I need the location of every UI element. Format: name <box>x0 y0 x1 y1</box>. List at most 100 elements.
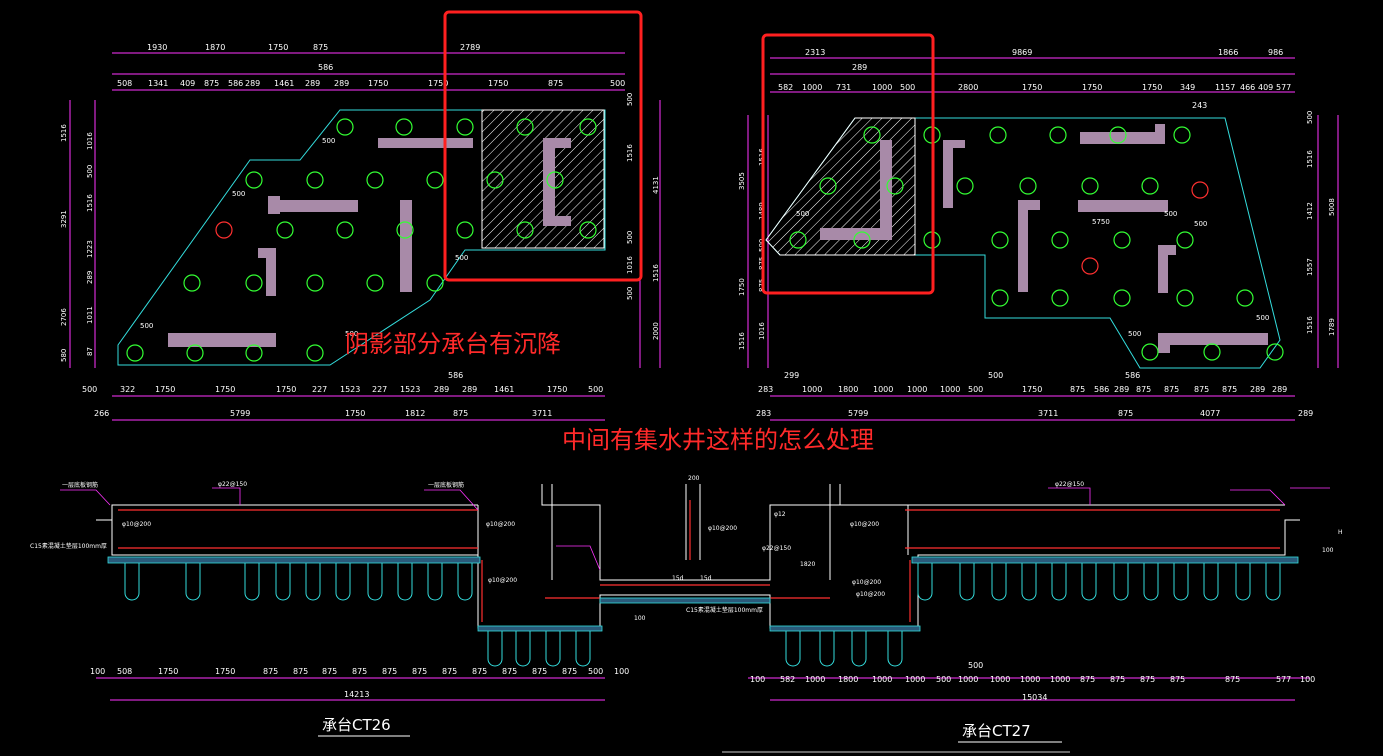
dim: 289 <box>1250 385 1265 394</box>
dim: 409 <box>1258 83 1273 92</box>
callout: 500 <box>1128 330 1141 338</box>
dim: 1750 <box>1142 83 1162 92</box>
dim: 1750 <box>276 385 296 394</box>
dim: 1000 <box>905 675 925 684</box>
section-label: φ10@200 <box>856 591 885 598</box>
dim: 875 <box>548 79 563 88</box>
dim: 289 <box>852 63 867 72</box>
dim: 875 <box>293 667 308 676</box>
section-label: 100 <box>1322 547 1334 554</box>
dim: 875 <box>1080 675 1095 684</box>
title-ct26: 承台CT26 <box>322 716 391 734</box>
section-label: φ10@200 <box>708 525 737 532</box>
dim: 1000 <box>872 675 892 684</box>
dim-total: 15034 <box>1022 693 1047 702</box>
dim: 1516 <box>1306 316 1314 334</box>
dim: 1000 <box>1050 675 1070 684</box>
dim: 500 <box>82 385 97 394</box>
dim: 1000 <box>958 675 978 684</box>
dim: 3711 <box>1038 409 1058 418</box>
callout: 500 <box>322 137 335 145</box>
dim: 289 <box>305 79 320 88</box>
dim: 1750 <box>345 409 365 418</box>
section-label: φ22@150 <box>1055 481 1084 488</box>
dim: 875 <box>352 667 367 676</box>
section-label: φ10@200 <box>488 577 517 584</box>
dim: 500 <box>588 667 603 676</box>
dim: 1516 <box>738 332 746 350</box>
dim: 100 <box>90 667 105 676</box>
dim: 283 <box>758 385 773 394</box>
section-label: 一层底板钢筋 <box>62 481 98 489</box>
dim: 875 <box>412 667 427 676</box>
callout: 500 <box>345 330 358 338</box>
dim: 1516 <box>60 124 68 142</box>
dim-total: 14213 <box>344 690 369 699</box>
dim: 875 <box>313 43 328 52</box>
section-label: φ10@200 <box>852 579 881 586</box>
dim: 1000 <box>1020 675 1040 684</box>
dim: 500 <box>610 79 625 88</box>
dim: 5799 <box>848 409 868 418</box>
callout: 500 <box>232 190 245 198</box>
dim: 1000 <box>940 385 960 394</box>
dim: 1750 <box>155 385 175 394</box>
dim: 875 <box>382 667 397 676</box>
dim: 875 <box>1170 675 1185 684</box>
dim: 875 <box>1136 385 1151 394</box>
dim: 1800 <box>838 675 858 684</box>
dim: 1157 <box>1215 83 1235 92</box>
dim: 500 <box>86 165 94 178</box>
dim: 289 <box>245 79 260 88</box>
dim: 875 <box>472 667 487 676</box>
dim: 289 <box>334 79 349 88</box>
dim: 349 <box>1180 83 1195 92</box>
plan-left: 1930 1870 1750 875 2789 586 508 1341 409… <box>60 43 661 421</box>
dim: 500 <box>626 93 634 106</box>
dim: 1750 <box>428 79 448 88</box>
dim: 586 <box>448 371 463 380</box>
dim: 875 <box>322 667 337 676</box>
dim: 4077 <box>1200 409 1220 418</box>
dim: 289 <box>86 271 94 284</box>
dim: 731 <box>836 83 851 92</box>
dim: 508 <box>117 79 132 88</box>
dim: 266 <box>94 409 109 418</box>
dim: 586 <box>1125 371 1140 380</box>
dim: 243 <box>1192 101 1207 110</box>
dim: 409 <box>180 79 195 88</box>
dim: 875 <box>1110 675 1125 684</box>
dim: 875 <box>532 667 547 676</box>
section-label: 200 <box>688 475 700 482</box>
dim: 500 <box>968 385 983 394</box>
section-label: 15d <box>672 575 684 582</box>
dim: 1412 <box>1306 202 1314 220</box>
section-label: 100 <box>634 615 646 622</box>
dim: 1016 <box>758 322 766 340</box>
dim: 1000 <box>907 385 927 394</box>
dim: 283 <box>756 409 771 418</box>
dim: 289 <box>1272 385 1287 394</box>
dim: 582 <box>780 675 795 684</box>
dim: 986 <box>1268 48 1283 57</box>
dim: 1750 <box>368 79 388 88</box>
dim: 1523 <box>340 385 360 394</box>
dim: 1750 <box>488 79 508 88</box>
dim: 5799 <box>230 409 250 418</box>
annotation-shadow-note: 阴影部分承台有沉降 <box>345 330 561 358</box>
dim: 1750 <box>1082 83 1102 92</box>
dim: 1750 <box>158 667 178 676</box>
dim: 2000 <box>652 322 660 340</box>
dim: 1000 <box>802 385 822 394</box>
section-label: C15素混凝土垫层100mm厚 <box>686 606 763 614</box>
dim: 500 <box>626 287 634 300</box>
dim: 577 <box>1276 83 1291 92</box>
dim: 1800 <box>838 385 858 394</box>
dim: 500 <box>988 371 1003 380</box>
section-label: φ10@200 <box>122 521 151 528</box>
dim: 875 <box>1225 675 1240 684</box>
section-label: φ10@200 <box>850 521 879 528</box>
callout: 500 <box>1164 210 1177 218</box>
dim: 1461 <box>274 79 294 88</box>
callout: 500 <box>796 210 809 218</box>
